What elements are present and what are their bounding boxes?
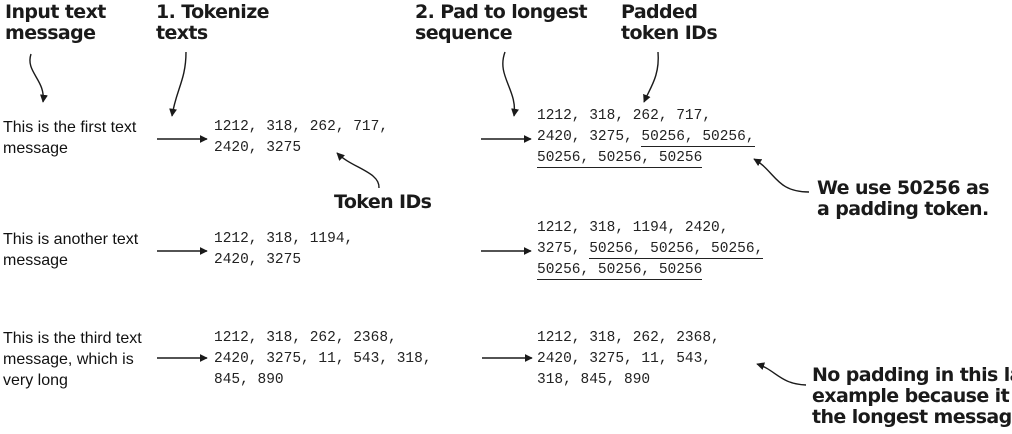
token-ids-label-line: Token IDs [334,191,432,213]
no-padding-note-line: No padding in this last [812,364,1012,386]
arrow-input-header [29,53,48,103]
row-3-token-ids: 1212, 318, 262, 2368, 2420, 3275, 11, 54… [214,328,432,391]
row-2-padded-ids: 1212, 318, 1194, 2420, 3275, 50256, 5025… [537,218,764,281]
no-padding-note-line: example because it is [812,385,1012,407]
row-3-message: This is the third text message, which is… [3,328,142,391]
padded-line: 3275, 50256, 50256, 50256, [537,239,764,260]
padded-line: 2420, 3275, 11, 543, [537,349,720,370]
padding-tokens: 50256, 50256, [641,129,755,147]
arrow-padding-note [753,158,810,193]
row-1-token-line: 1212, 318, 262, 717, [214,119,389,135]
padding-tokens: 50256, 50256, 50256 [537,262,703,280]
row-2-message-line: This is another text [3,231,139,248]
row-1-token-line: 2420, 3275 [214,140,302,156]
row-3-token-line: 2420, 3275, 11, 543, 318, [214,351,432,367]
row-2-token-line: 2420, 3275 [214,252,302,268]
no-padding-note: No padding in this last example because … [812,365,1012,428]
padded-line: 2420, 3275, 50256, 50256, [537,127,755,148]
row-3-message-line: message, which is [3,351,134,368]
padded-plain: 318, 845, 890 [537,372,651,388]
padded-plain: 1212, 318, 262, 2368, [537,330,720,346]
arrow-token-ids-label [336,152,380,189]
row-1-padded-ids: 1212, 318, 262, 717, 2420, 3275, 50256, … [537,106,755,169]
padded-line: 50256, 50256, 50256 [537,260,763,281]
padded-plain: 2420, 3275, 11, 543, [537,351,712,367]
header-padded-token-ids: Padded token IDs [621,1,718,44]
row-1-message: This is the first text message [3,117,136,159]
row-2-token-ids: 1212, 318, 1194, 2420, 3275 [214,229,353,271]
row-2-message: This is another text message [3,229,138,271]
padded-plain: 1212, 318, 1194, 2420, [537,220,729,236]
padding-token-note: We use 50256 as a padding token. [817,177,990,220]
row-1-token-ids: 1212, 318, 262, 717, 2420, 3275 [214,117,388,159]
padded-line: 318, 845, 890 [537,370,720,391]
header-tokenize: 1. Tokenize texts [156,1,270,44]
row-3-token-line: 845, 890 [214,372,284,388]
arrow-padded-header [643,51,659,103]
row-1-message-line: message [3,140,68,157]
padding-tokens: 50256, 50256, 50256 [537,150,703,168]
padded-line: 1212, 318, 262, 717, [537,106,755,127]
row-3-token-line: 1212, 318, 262, 2368, [214,330,397,346]
token-ids-label: Token IDs [334,191,432,213]
padded-plain: 2420, 3275, [537,129,642,145]
padded-line: 1212, 318, 262, 2368, [537,328,720,349]
arrow-no-padding-note [756,362,807,386]
padding-note-line: We use 50256 as [817,177,990,199]
header-pad-to-longest: 2. Pad to longest sequence [415,1,588,44]
header-input-text: Input text message [5,1,106,44]
padded-plain: 1212, 318, 262, 717, [537,108,712,124]
row-1-message-line: This is the first text [3,119,137,136]
padded-plain: 3275, [537,241,590,257]
arrow-pad-header [502,51,520,117]
padded-line: 1212, 318, 1194, 2420, [537,218,763,239]
padding-note-line: a padding token. [817,198,989,220]
row-2-message-line: message [3,252,68,269]
row-3-message-line: This is the third text [3,330,142,347]
no-padding-note-line: the longest message [812,406,1012,428]
row-2-token-line: 1212, 318, 1194, [214,231,354,247]
padded-line: 50256, 50256, 50256 [537,148,755,169]
row-3-message-line: very long [3,372,68,389]
row-3-padded-ids: 1212, 318, 262, 2368, 2420, 3275, 11, 54… [537,328,720,391]
padding-tokens: 50256, 50256, 50256, [589,241,764,259]
arrow-tokenize-header [169,51,187,117]
